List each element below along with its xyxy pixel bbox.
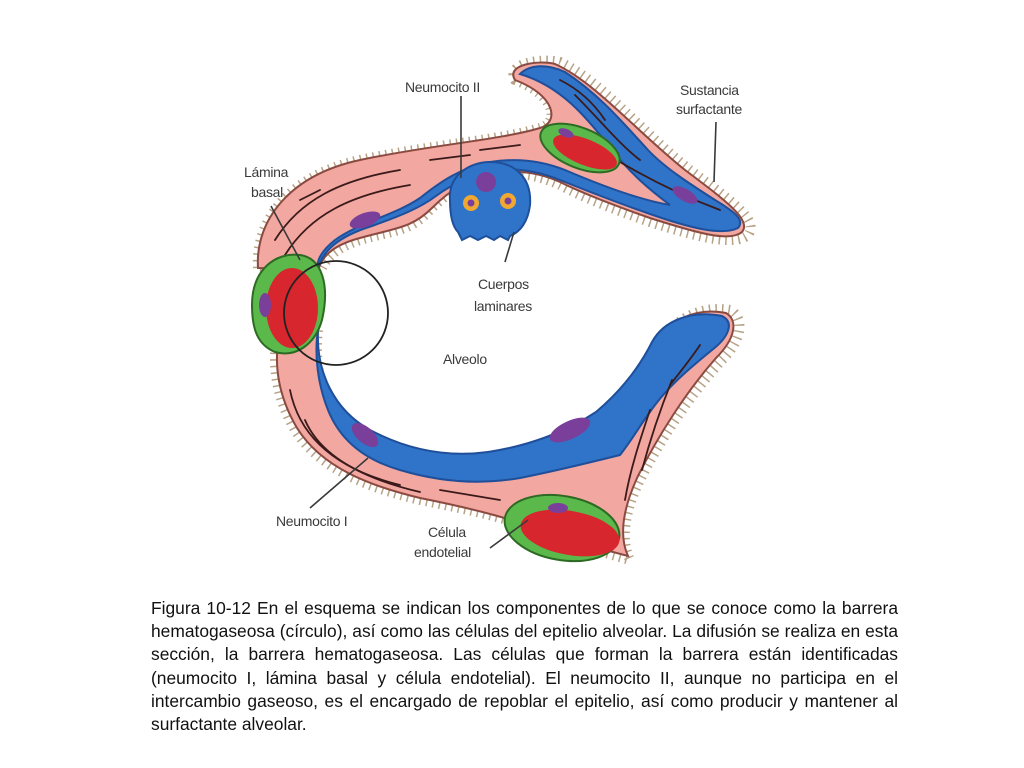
capillary-left	[250, 253, 326, 355]
surfactant-layer-lower	[270, 304, 745, 568]
label-celula: Célula	[428, 524, 466, 540]
label-laminares: laminares	[474, 298, 532, 314]
label-basal: basal	[251, 184, 283, 200]
type-i-nucleus	[349, 211, 381, 229]
type-ii-pneumocyte	[448, 160, 532, 242]
label-endotelial: endotelial	[414, 544, 471, 560]
blood-gas-barrier-circle	[283, 260, 389, 366]
labels: Neumocito II Sustancia surfactante Lámin…	[244, 79, 743, 560]
label-cuerpos: Cuerpos	[478, 276, 529, 292]
capillary-upper	[539, 122, 621, 174]
red-blood-cell	[266, 268, 318, 348]
red-blood-cell	[520, 509, 620, 557]
endothelial-nucleus	[558, 128, 574, 138]
label-alveolo: Alveolo	[443, 351, 487, 367]
type-i-nucleus	[351, 423, 379, 447]
lower-alveolar-wall	[270, 304, 745, 568]
type-i-epithelium-lower	[315, 313, 730, 483]
endothelial-nucleus	[548, 503, 568, 513]
label-surfactante: surfactante	[676, 101, 742, 117]
type-i-nucleus	[672, 186, 698, 204]
type-ii-nucleus	[476, 172, 496, 192]
figure-caption: Figura 10-12 En el esquema se indican lo…	[151, 598, 898, 735]
blood-gas-barrier-diagram: Neumocito II Sustancia surfactante Lámin…	[244, 55, 756, 568]
endothelial-nucleus	[259, 293, 271, 317]
label-lamina: Lámina	[244, 164, 289, 180]
label-neumocito-i: Neumocito I	[276, 513, 347, 529]
capillary-lower	[503, 493, 621, 563]
label-leaders	[270, 96, 717, 549]
type-i-nucleus	[549, 417, 591, 443]
red-blood-cell	[553, 134, 617, 170]
label-sustancia: Sustancia	[680, 82, 739, 98]
label-neumocito-ii: Neumocito II	[405, 79, 480, 95]
